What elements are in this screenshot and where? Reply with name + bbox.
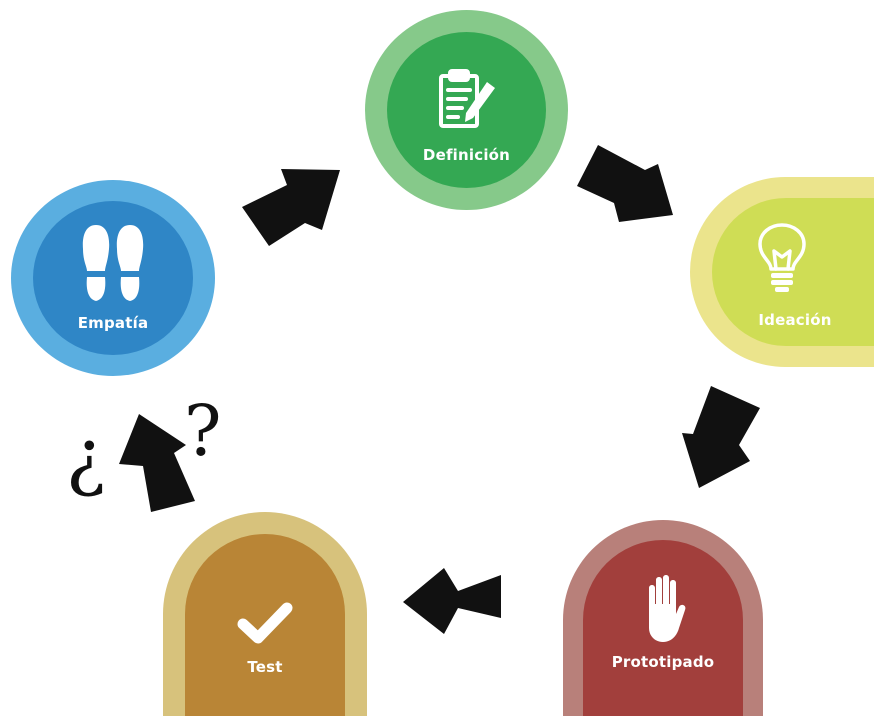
close-question-glyph: ? [184,390,222,472]
stage-label-definicion: Definición [422,146,511,164]
stage-test: Test [163,512,367,716]
stage-empatia: Empatía [11,180,215,376]
checkmark-icon [237,602,293,644]
arrow-test-to-empatia [119,414,195,512]
stage-label-ideacion: Ideación [758,311,832,329]
stage-ideacion: Ideación [690,177,874,367]
stage-label-empatia: Empatía [77,314,149,332]
open-question-glyph: ¿ [66,414,106,500]
stage-prototipado: Prototipado [563,520,763,716]
arrow-ideacion-to-prototipado [682,386,760,488]
lightbulb-icon [758,223,806,292]
stage-label-prototipado: Prototipado [611,653,715,671]
stage-label-test: Test [247,658,283,676]
arrow-definicion-to-ideacion [577,145,673,222]
stage-definicion: Definición [365,10,568,210]
footprints-icon [82,225,144,301]
clipboard-pencil-icon [438,69,495,128]
arrow-prototipado-to-test [403,568,501,634]
hand-icon [649,575,686,642]
arrow-empatia-to-definicion [242,169,340,246]
